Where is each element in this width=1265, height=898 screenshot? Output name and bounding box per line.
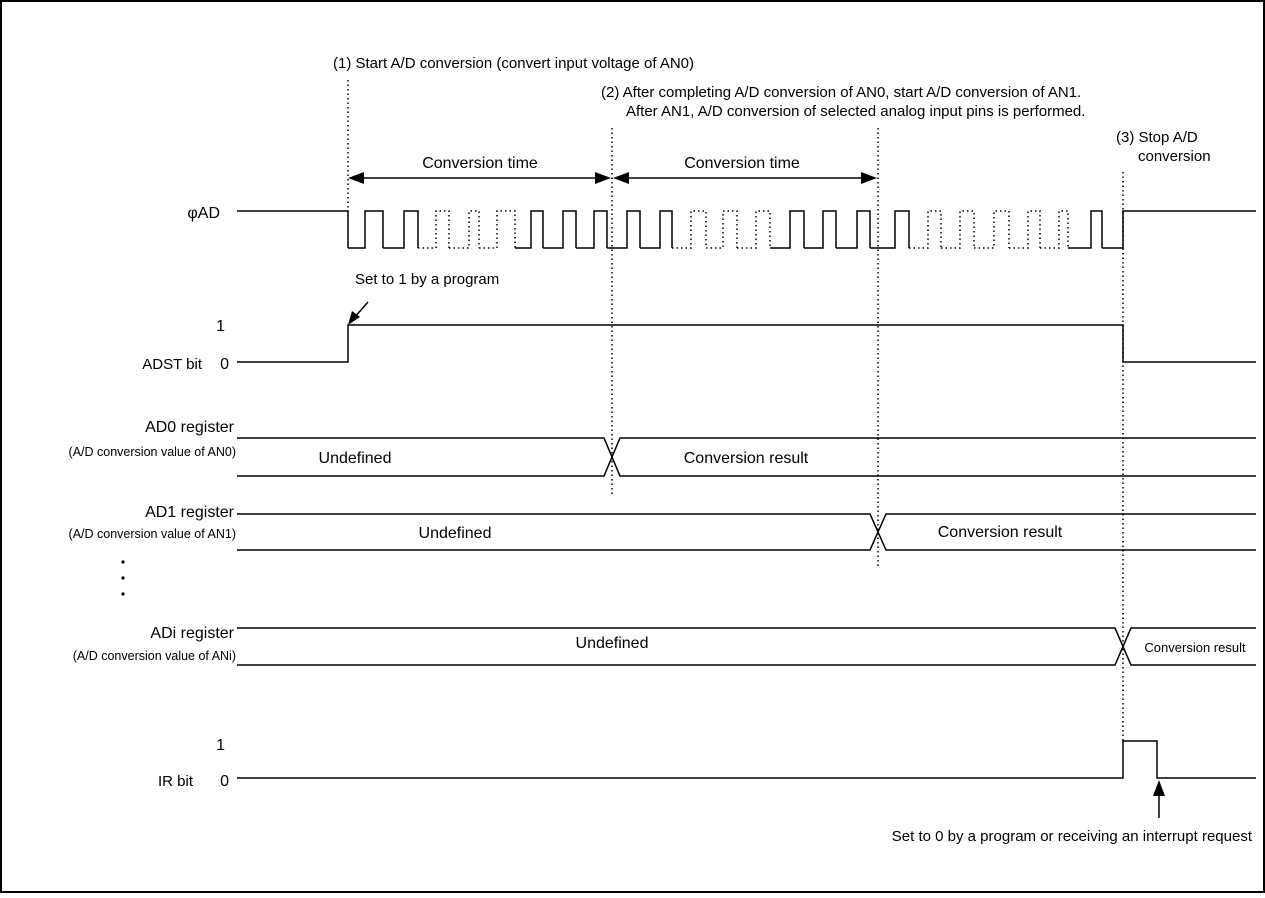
clock-segment-dotted — [449, 210, 480, 249]
ad0-result-text: Conversion result — [684, 450, 809, 467]
clock-segment — [1068, 210, 1103, 249]
set-to-0-arrow — [1153, 780, 1165, 818]
adi-result-text: Conversion result — [1144, 640, 1246, 655]
clock-segment-dotted — [1009, 210, 1041, 249]
ir-low-level: 0 — [220, 773, 229, 790]
phi-ad-label: φAD — [187, 205, 220, 222]
clock-segment — [237, 210, 349, 248]
clock-segment-dotted — [418, 210, 450, 249]
step2-annotation-line2: After AN1, A/D conversion of selected an… — [626, 103, 1085, 120]
adi-register-label: ADi register — [150, 625, 234, 642]
vertical-ellipsis — [121, 560, 125, 596]
clock-segment-dotted — [909, 210, 942, 249]
ad1-register-sublabel: (A/D conversion value of AN1) — [69, 527, 236, 541]
clock-segment — [640, 210, 673, 249]
clock-segment — [576, 210, 608, 249]
ad1-result-text: Conversion result — [938, 524, 1063, 541]
set-to-1-annotation: Set to 1 by a program — [355, 271, 499, 288]
clock-segment — [515, 210, 544, 249]
clock-segment — [543, 210, 577, 249]
clock-segment-dotted — [974, 210, 1010, 249]
clock-segment — [804, 210, 837, 249]
clock-segment-dotted — [706, 210, 738, 249]
step2-annotation-line1: (2) After completing A/D conversion of A… — [601, 84, 1081, 101]
ad0-register-sublabel: (A/D conversion value of AN0) — [69, 445, 236, 459]
ir-high-level: 1 — [216, 737, 225, 754]
ad1-waveform — [237, 513, 1256, 551]
step1-annotation: (1) Start A/D conversion (convert input … — [333, 55, 694, 72]
ad1-undefined-text: Undefined — [419, 525, 492, 542]
ad0-waveform — [237, 437, 1256, 477]
conversion-time-label-2: Conversion time — [684, 155, 800, 172]
ad0-register-label: AD0 register — [145, 419, 235, 436]
clock-segment — [870, 210, 910, 249]
clock-segment-dotted — [672, 210, 707, 249]
clock-segment — [348, 210, 384, 249]
clock-segment — [770, 210, 805, 249]
adst-high-level: 1 — [216, 318, 225, 335]
conversion-time-arrow-1 — [348, 172, 611, 184]
ad1-register-label: AD1 register — [145, 504, 235, 521]
clock-segment-dotted — [941, 210, 975, 249]
clock-segment — [383, 210, 419, 249]
ad0-undefined-text: Undefined — [319, 450, 392, 467]
clock-segment — [836, 210, 871, 249]
clock-segment — [607, 210, 641, 249]
set-to-0-annotation: Set to 0 by a program or receiving an in… — [892, 828, 1253, 845]
clock-segment-dotted — [1040, 210, 1069, 249]
conversion-time-arrow-2 — [613, 172, 877, 184]
conversion-time-label-1: Conversion time — [422, 155, 538, 172]
adst-low-level: 0 — [220, 356, 229, 373]
adst-waveform — [237, 324, 1256, 363]
adi-register-sublabel: (A/D conversion value of ANi) — [73, 649, 236, 663]
step3-annotation-line2: conversion — [1138, 148, 1211, 165]
clock-segment-dotted — [479, 210, 516, 249]
step3-annotation-line1: (3) Stop A/D — [1116, 129, 1198, 146]
set-to-1-arrow — [348, 301, 369, 325]
clock-segment — [1102, 210, 1256, 249]
ir-waveform — [237, 740, 1256, 779]
adst-bit-label: ADST bit — [142, 356, 203, 373]
adi-waveform — [237, 627, 1256, 666]
ir-bit-label: IR bit — [158, 773, 194, 790]
adi-undefined-text: Undefined — [576, 635, 649, 652]
phi-ad-waveform — [237, 210, 1256, 249]
clock-segment-dotted — [737, 210, 771, 249]
